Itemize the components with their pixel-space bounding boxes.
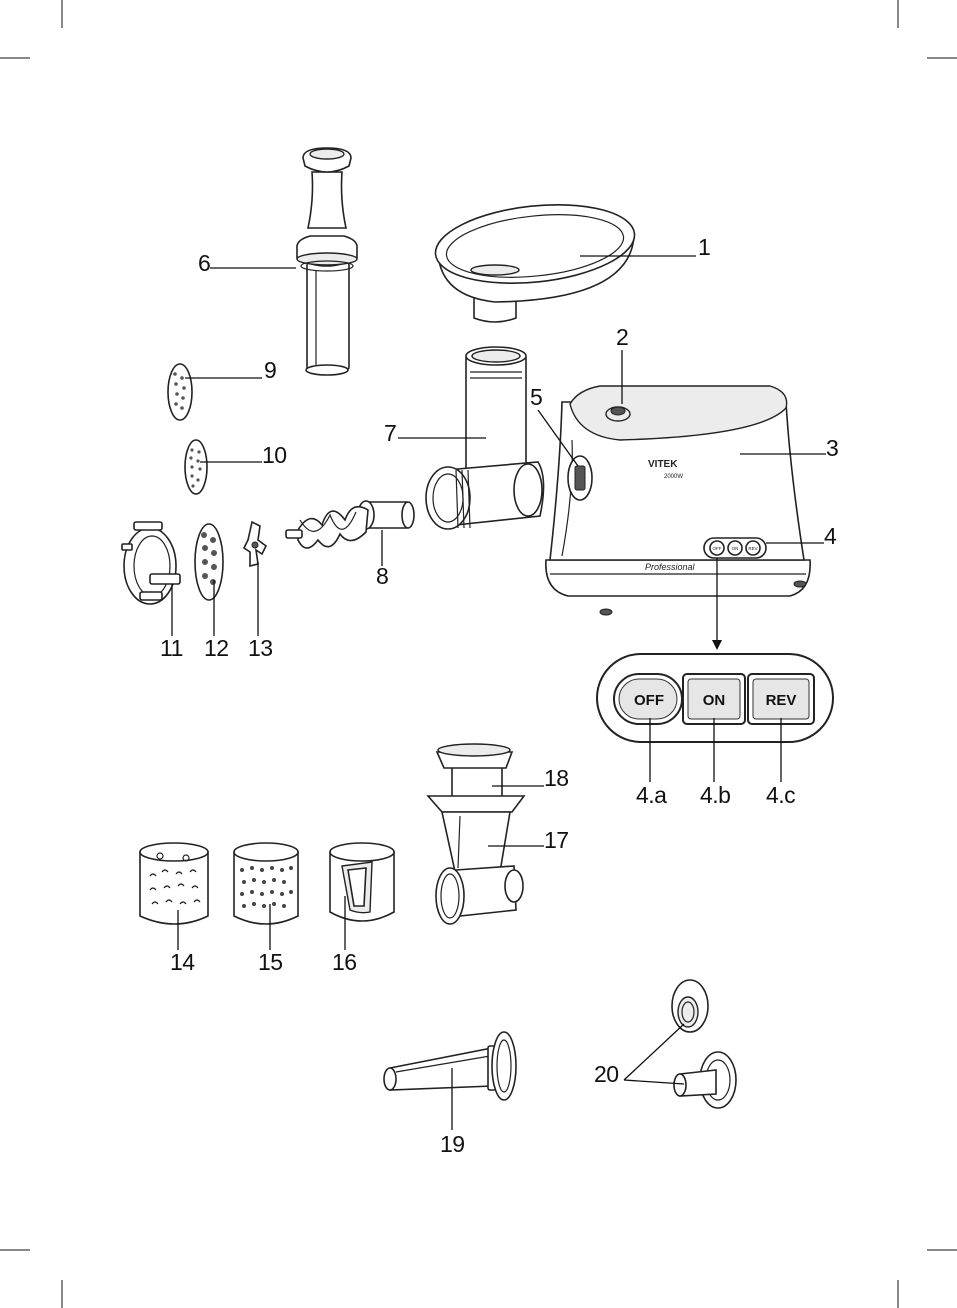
feeding-tray [432, 196, 639, 322]
callout-9: 9 [264, 357, 276, 383]
callout-6: 6 [198, 250, 210, 276]
sausage-nozzle [384, 1032, 516, 1100]
power-label: 2000W [664, 474, 683, 480]
cutting-blade [244, 522, 266, 566]
small-rev-label: REV [748, 546, 757, 551]
callout-20: 20 [594, 1061, 619, 1087]
callout-4b: 4.b [700, 782, 730, 808]
callout-17: 17 [544, 827, 569, 853]
shredding-drum [140, 843, 208, 924]
callout-14: 14 [170, 949, 195, 975]
callout-4c: 4.c [766, 782, 795, 808]
control-panel-enlarged: OFF ON REV [597, 654, 833, 782]
small-off-label: OFF [713, 546, 722, 551]
motor-unit: VITEK 2000W Professional OFF ON REV [546, 386, 810, 615]
callout-7: 7 [384, 420, 396, 446]
callout-13: 13 [248, 635, 273, 661]
on-button-label: ON [703, 692, 726, 709]
mincing-plate [195, 524, 223, 600]
ring-nut [122, 522, 180, 604]
callout-18: 18 [544, 765, 569, 791]
callout-16: 16 [332, 949, 357, 975]
kebbe-cone [672, 980, 708, 1032]
callout-4a: 4.a [636, 782, 667, 808]
callout-11: 11 [160, 635, 183, 661]
callout-8: 8 [376, 563, 388, 589]
callout-4: 4 [824, 523, 837, 549]
callout-12: 12 [204, 635, 229, 661]
callout-5: 5 [530, 384, 542, 410]
off-button-label: OFF [634, 692, 664, 709]
brand-logo: VITEK [648, 459, 678, 470]
callout-1: 1 [698, 234, 710, 260]
coarse-disc [168, 364, 192, 420]
auger [286, 501, 414, 548]
callout-10: 10 [262, 442, 287, 468]
slicer-body [428, 796, 524, 924]
pusher [297, 148, 357, 375]
callout-2: 2 [616, 324, 628, 350]
series-label: Professional [645, 562, 696, 572]
slicing-drum [330, 843, 394, 921]
small-on-label: ON [732, 546, 739, 551]
kebbe-former [674, 1052, 736, 1108]
callout-15: 15 [258, 949, 283, 975]
callout-19: 19 [440, 1131, 465, 1157]
callout-3: 3 [826, 435, 838, 461]
fine-disc [185, 440, 207, 494]
grating-drum [234, 843, 298, 924]
rev-button-label: REV [766, 692, 797, 709]
